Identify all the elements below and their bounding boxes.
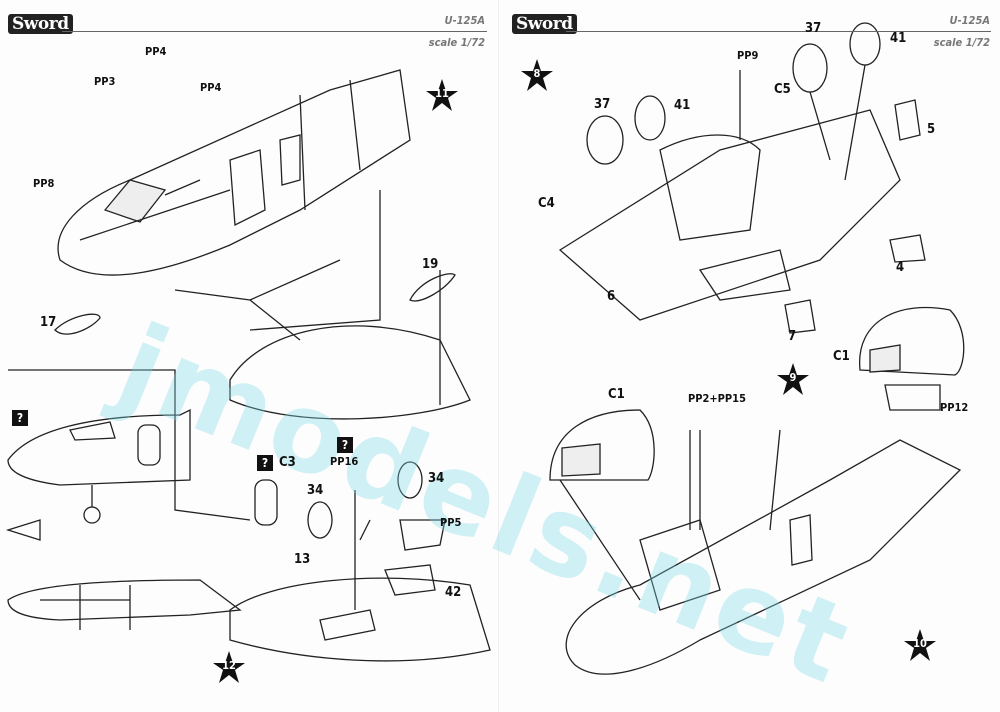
part-label: 5 xyxy=(927,122,936,137)
nose-gear-drawing-step-12 xyxy=(229,461,491,662)
page-divider xyxy=(498,0,499,712)
part-label: PP12 xyxy=(940,401,969,414)
step-star-8: 8 xyxy=(520,58,554,92)
part-label: PP2+PP15 xyxy=(688,392,746,405)
part-label: 41 xyxy=(890,31,907,46)
scale-label: scale 1/72 xyxy=(428,36,485,49)
part-label: C1 xyxy=(833,349,850,364)
part-label: 42 xyxy=(445,585,462,600)
part-label: 41 xyxy=(674,98,691,113)
question-icon: ? xyxy=(12,410,28,426)
part-label: PP4 xyxy=(200,81,222,94)
step-star-10: 10 xyxy=(903,628,937,662)
part-label: PP8 xyxy=(33,177,55,190)
part-label: 17 xyxy=(40,315,57,330)
scale-label: scale 1/72 xyxy=(933,36,990,49)
part-label: 7 xyxy=(788,329,797,344)
side-view-inset xyxy=(5,369,251,630)
question-icon: ? xyxy=(257,455,273,471)
part-label: 19 xyxy=(422,257,439,272)
part-label: PP4 xyxy=(145,45,167,58)
step-star-12: 12 xyxy=(212,650,246,684)
part-label: 34 xyxy=(428,471,445,486)
part-label: 37 xyxy=(594,97,611,112)
header-rule xyxy=(566,31,991,32)
fuselage-nose-drawing-step-11 xyxy=(54,69,471,420)
part-label: C5 xyxy=(774,82,791,97)
canopy-c1-inset xyxy=(859,306,965,411)
part-label: PP16 xyxy=(330,455,359,468)
question-icon: ? xyxy=(337,437,353,453)
part-label: 4 xyxy=(896,260,905,275)
part-label: PP5 xyxy=(440,516,462,529)
part-label: C1 xyxy=(608,387,625,402)
part-label: 6 xyxy=(607,289,616,304)
wing-gear-drawing-step-8 xyxy=(558,22,926,334)
model-name: U-125A xyxy=(949,14,990,27)
part-label: PP9 xyxy=(737,49,759,62)
header-rule xyxy=(62,31,487,32)
part-label: C4 xyxy=(538,196,555,211)
part-label: PP3 xyxy=(94,75,116,88)
part-label: 34 xyxy=(307,483,324,498)
part-label: 37 xyxy=(805,21,822,36)
part-label: 13 xyxy=(294,552,311,567)
sword-logo: Sword xyxy=(8,14,73,34)
model-name: U-125A xyxy=(444,14,485,27)
sword-logo: Sword xyxy=(512,14,577,34)
step-star-11: 11 xyxy=(425,78,459,112)
step-star-9: 9 xyxy=(776,362,810,396)
cockpit-drawing-step-10 xyxy=(549,409,962,675)
part-label: C3 xyxy=(279,455,296,470)
